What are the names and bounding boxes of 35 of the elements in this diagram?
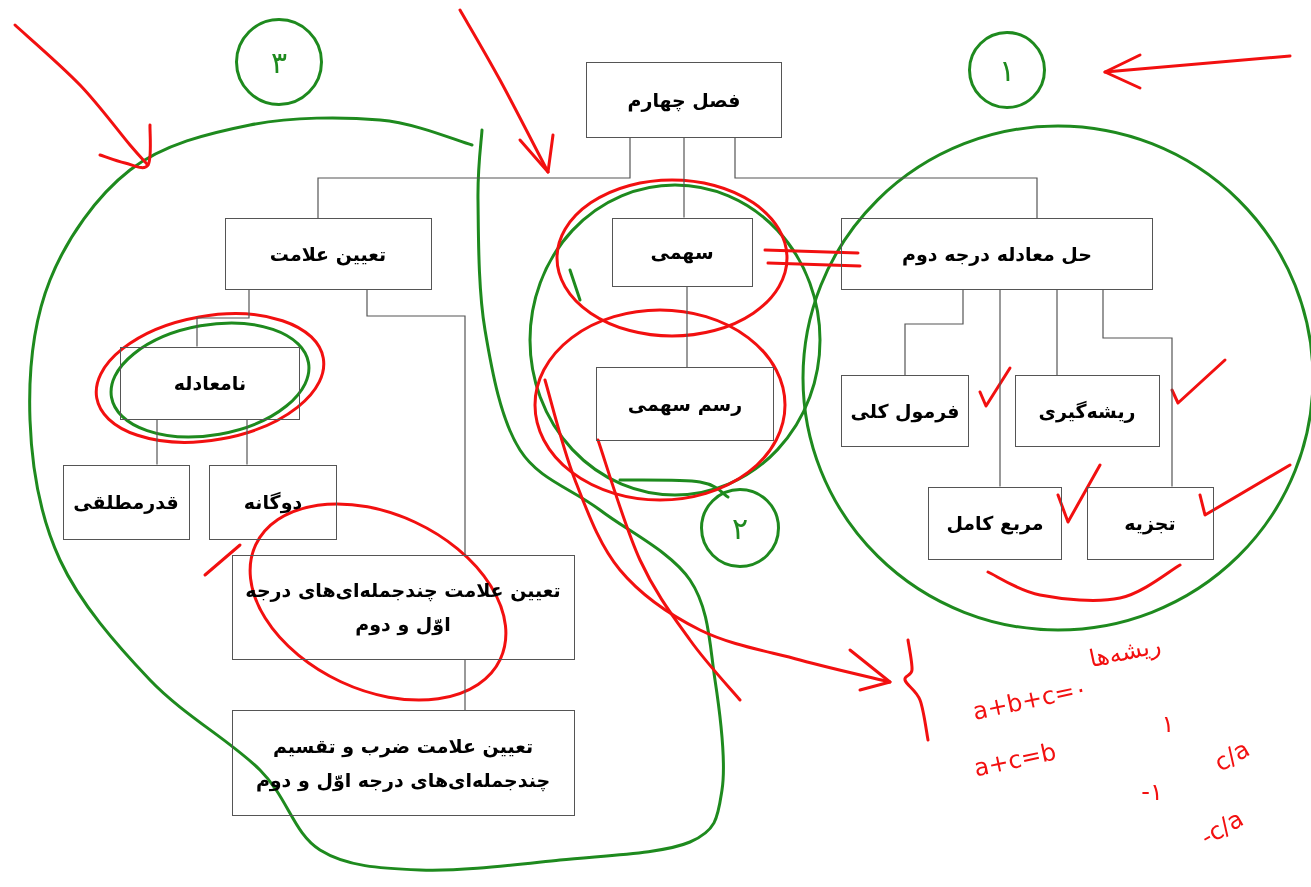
topic-box: رسم سهمی [596,367,774,441]
handwritten-note: c/a [1209,734,1255,778]
topic-box: ریشه‌گیری [1014,375,1160,447]
topic-box: دوگانه [209,464,337,540]
topic-box: تجزیه [1086,486,1214,560]
circled-number: ۱ [968,31,1046,109]
connector-line [734,137,1038,219]
topic-box: قدرمطلقی [62,464,190,540]
handwritten-note: -۱ [1141,778,1163,806]
connector-line [683,137,685,219]
circled-number: ۲ [700,488,780,568]
handwritten-note: a+c=b [971,737,1059,783]
topic-box: فصل چهارم [586,62,782,138]
topic-box: فرمول کلی [841,375,969,447]
topic-box: تعیین علامت [224,218,432,290]
connector-line [464,658,466,711]
connector-line [999,289,1001,488]
topic-box: نامعادله [120,346,300,420]
connector-line [317,137,631,219]
handwritten-note: a+b+c=۰ [970,674,1090,726]
connector-line [1056,289,1058,376]
connector-line [904,289,964,376]
connector-line [686,285,688,368]
connector-line [156,418,158,466]
connector-line [196,289,250,348]
connector-line [246,418,248,466]
handwritten-note: -c/a [1195,804,1249,852]
handwritten-note: ۱ [1161,710,1175,738]
handwritten-note: ریشه‌ها [1086,630,1164,674]
circled-number: ۳ [235,18,323,106]
topic-box: سهمی [611,217,753,287]
connector-line [1102,289,1173,488]
topic-box: حل معادله درجه دوم [841,218,1153,290]
connector-line [366,289,466,556]
topic-box: مربع کامل [928,486,1062,560]
